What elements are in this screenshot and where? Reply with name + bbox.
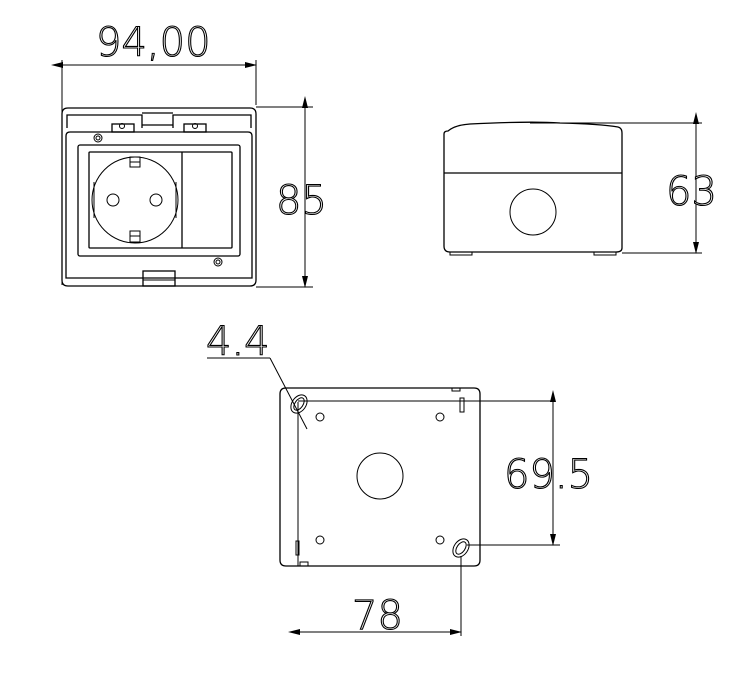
rear-cable-entry bbox=[356, 452, 404, 500]
cable-entry bbox=[509, 188, 557, 236]
width-dimension: 94,00 bbox=[51, 19, 257, 285]
back-housing-outline bbox=[279, 387, 481, 567]
depth-dimension-label: 63 bbox=[666, 169, 717, 215]
width-dimension-label: 94,00 bbox=[96, 20, 211, 66]
height-dimension-label: 85 bbox=[276, 178, 327, 224]
front-housing-outline bbox=[61, 107, 257, 287]
vertical-spacing-label: 69.5 bbox=[504, 452, 593, 498]
horizontal-spacing-label: 78 bbox=[352, 593, 403, 639]
schuko-socket bbox=[91, 156, 179, 244]
height-dimension: 85 bbox=[256, 96, 327, 288]
mounting-hole-top-left bbox=[290, 394, 308, 414]
back-view: 4.4 69.5 78 bbox=[205, 318, 594, 640]
side-housing-outline bbox=[443, 121, 623, 253]
mounting-hole-bottom-right bbox=[452, 538, 470, 558]
front-view: 94,00 bbox=[51, 19, 327, 288]
depth-dimension: 63 bbox=[530, 112, 717, 254]
side-view: 63 bbox=[443, 112, 717, 256]
horizontal-spacing-dimension: 78 bbox=[288, 556, 462, 640]
vertical-spacing-dimension: 69.5 bbox=[467, 390, 594, 546]
hole-diameter-label: 4.4 bbox=[206, 319, 270, 365]
hole-diameter-dimension: 4.4 bbox=[205, 318, 308, 430]
